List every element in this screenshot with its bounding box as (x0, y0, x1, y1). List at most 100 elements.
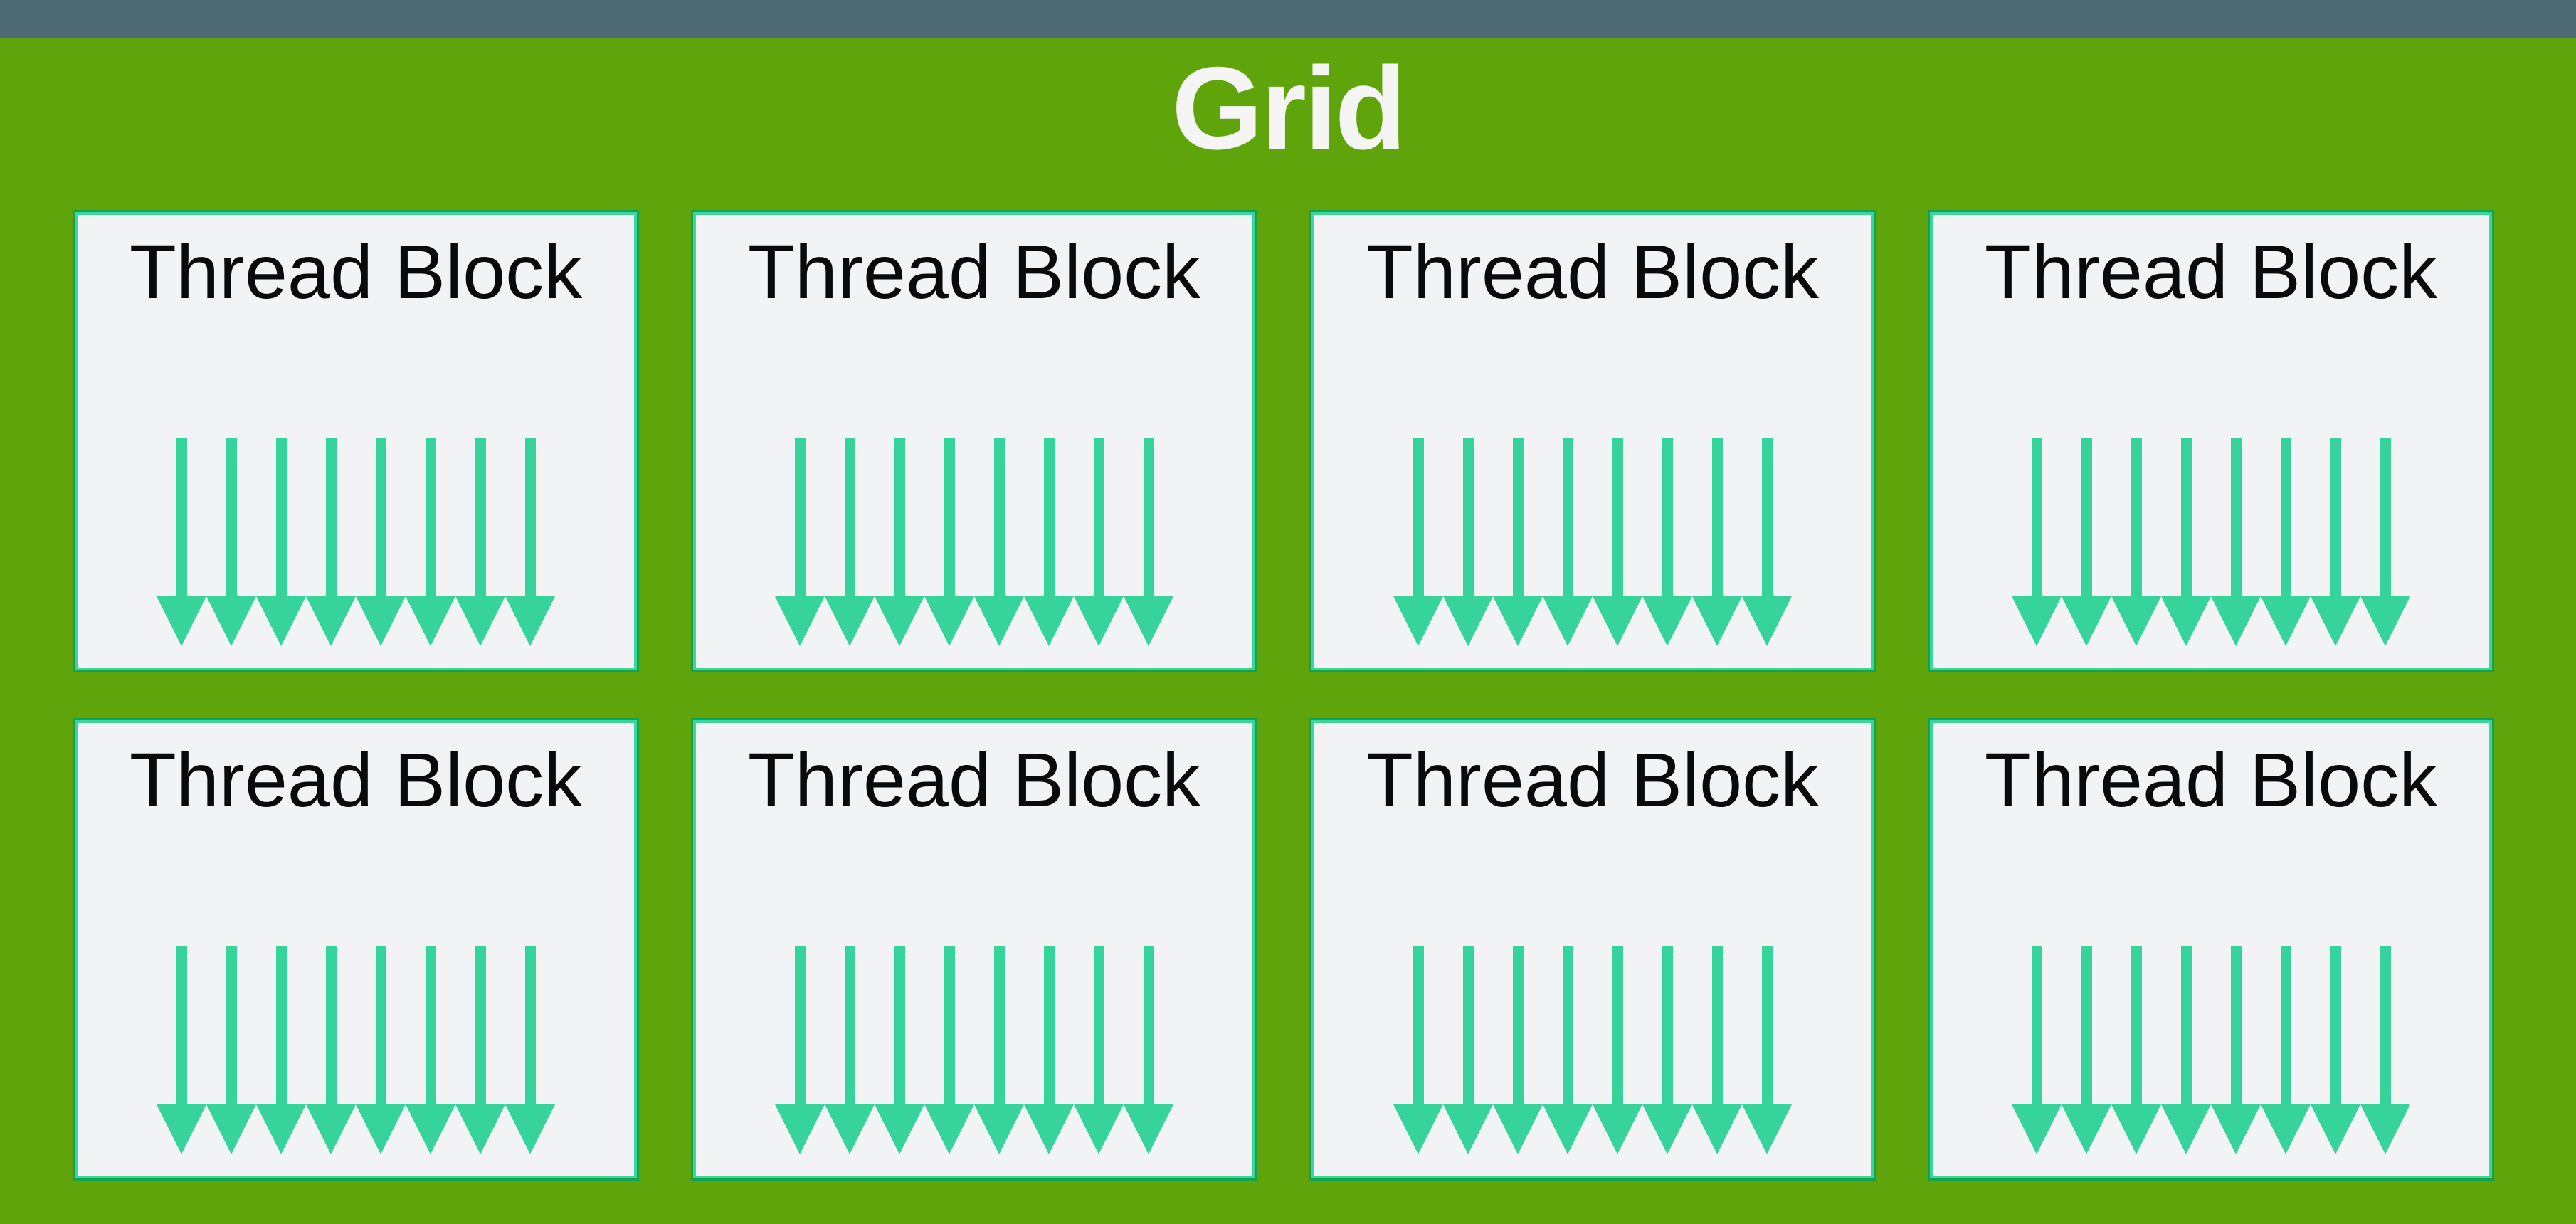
thread-arrow-stem (2081, 438, 2092, 596)
thread-arrow-icon (1692, 946, 1742, 1154)
thread-arrows (1930, 946, 2492, 1154)
grid-title-row: Grid (0, 38, 2576, 210)
thread-arrow-icon (1593, 438, 1642, 646)
thread-arrow-stem (425, 438, 436, 596)
thread-arrows (75, 946, 637, 1154)
thread-block: Thread Block (691, 718, 1257, 1181)
thread-arrow-stem (944, 438, 955, 596)
thread-arrow-icon (256, 438, 306, 646)
thread-arrow-stem (375, 438, 386, 596)
thread-arrow-head (455, 1104, 505, 1154)
thread-arrow-stem (1512, 946, 1524, 1104)
thread-arrow-head (2261, 596, 2311, 646)
thread-arrow-head (1074, 596, 1124, 646)
thread-arrow-icon (455, 946, 505, 1154)
thread-arrow-stem (2180, 438, 2192, 596)
thread-arrow-head (206, 1104, 256, 1154)
thread-block: Thread Block (73, 718, 639, 1181)
thread-arrow-icon (2012, 946, 2062, 1154)
thread-arrow-head (1543, 596, 1593, 646)
thread-arrows (693, 946, 1255, 1154)
thread-arrow-stem (524, 438, 536, 596)
thread-arrows (1930, 438, 2492, 646)
thread-arrow-head (924, 1104, 974, 1154)
thread-arrow-head (1742, 596, 1792, 646)
thread-arrow-head (1642, 596, 1692, 646)
thread-arrow-stem (944, 946, 955, 1104)
thread-arrow-stem (226, 946, 237, 1104)
thread-arrow-head (1642, 1104, 1692, 1154)
thread-arrow-head (2311, 1104, 2360, 1154)
thread-arrow-stem (2330, 438, 2341, 596)
thread-arrow-head (924, 596, 974, 646)
thread-arrow-stem (894, 946, 905, 1104)
thread-arrow-head (775, 1104, 825, 1154)
thread-arrow-icon (825, 946, 875, 1154)
thread-arrow-icon (974, 946, 1024, 1154)
thread-block-label: Thread Block (747, 228, 1201, 315)
thread-arrow-icon (1074, 946, 1124, 1154)
thread-arrow-icon (1493, 946, 1543, 1154)
thread-arrow-head (256, 1104, 306, 1154)
thread-block: Thread Block (691, 210, 1257, 672)
thread-arrow-icon (1543, 946, 1593, 1154)
thread-arrow-head (206, 596, 256, 646)
thread-arrows (75, 438, 637, 646)
thread-arrow-stem (475, 946, 486, 1104)
thread-arrow-stem (325, 438, 337, 596)
thread-arrow-icon (2111, 946, 2161, 1154)
thread-arrow-stem (1512, 438, 1524, 596)
thread-arrow-head (1024, 596, 1074, 646)
thread-arrow-stem (2280, 946, 2291, 1104)
thread-arrow-head (2111, 1104, 2161, 1154)
thread-arrow-icon (2360, 946, 2410, 1154)
thread-arrow-icon (825, 438, 875, 646)
thread-arrow-stem (1711, 438, 1723, 596)
thread-arrow-head (2360, 1104, 2410, 1154)
thread-arrow-icon (775, 946, 825, 1154)
thread-arrows (1311, 946, 1874, 1154)
thread-arrow-head (356, 596, 406, 646)
thread-arrow-stem (1093, 946, 1104, 1104)
thread-arrow-icon (1393, 946, 1443, 1154)
thread-arrow-head (2111, 596, 2161, 646)
thread-arrow-head (2211, 1104, 2261, 1154)
thread-arrow-stem (1761, 946, 1773, 1104)
thread-arrow-stem (2131, 438, 2142, 596)
thread-arrow-stem (844, 438, 855, 596)
thread-arrow-stem (2280, 438, 2291, 596)
thread-arrow-stem (524, 946, 536, 1104)
thread-block-label: Thread Block (1366, 737, 1820, 823)
thread-arrow-icon (1642, 946, 1692, 1154)
thread-block: Thread Block (1928, 210, 2494, 672)
thread-arrow-icon (306, 438, 356, 646)
thread-arrow-icon (1543, 438, 1593, 646)
thread-arrow-icon (1742, 946, 1792, 1154)
thread-arrow-head (1493, 596, 1543, 646)
thread-arrow-head (356, 1104, 406, 1154)
thread-arrow-head (2161, 596, 2211, 646)
thread-arrow-head (1443, 596, 1493, 646)
thread-arrow-stem (1413, 438, 1424, 596)
thread-arrow-icon (157, 438, 206, 646)
thread-arrow-icon (2161, 946, 2211, 1154)
thread-arrow-icon (1593, 946, 1642, 1154)
thread-arrow-icon (406, 438, 455, 646)
thread-arrow-head (157, 596, 206, 646)
thread-arrow-icon (2311, 946, 2360, 1154)
thread-arrow-head (306, 596, 356, 646)
thread-arrow-head (455, 596, 505, 646)
thread-arrow-head (2062, 596, 2111, 646)
thread-arrows (1311, 438, 1874, 646)
thread-arrow-stem (1711, 946, 1723, 1104)
thread-arrow-head (256, 596, 306, 646)
thread-arrow-head (1593, 596, 1642, 646)
thread-arrow-icon (775, 438, 825, 646)
thread-arrow-icon (356, 438, 406, 646)
grid-title: Grid (1171, 42, 1406, 174)
thread-arrow-stem (1562, 438, 1573, 596)
thread-arrow-icon (875, 438, 924, 646)
thread-arrow-stem (1413, 946, 1424, 1104)
thread-arrow-head (406, 596, 455, 646)
thread-arrow-head (505, 1104, 555, 1154)
